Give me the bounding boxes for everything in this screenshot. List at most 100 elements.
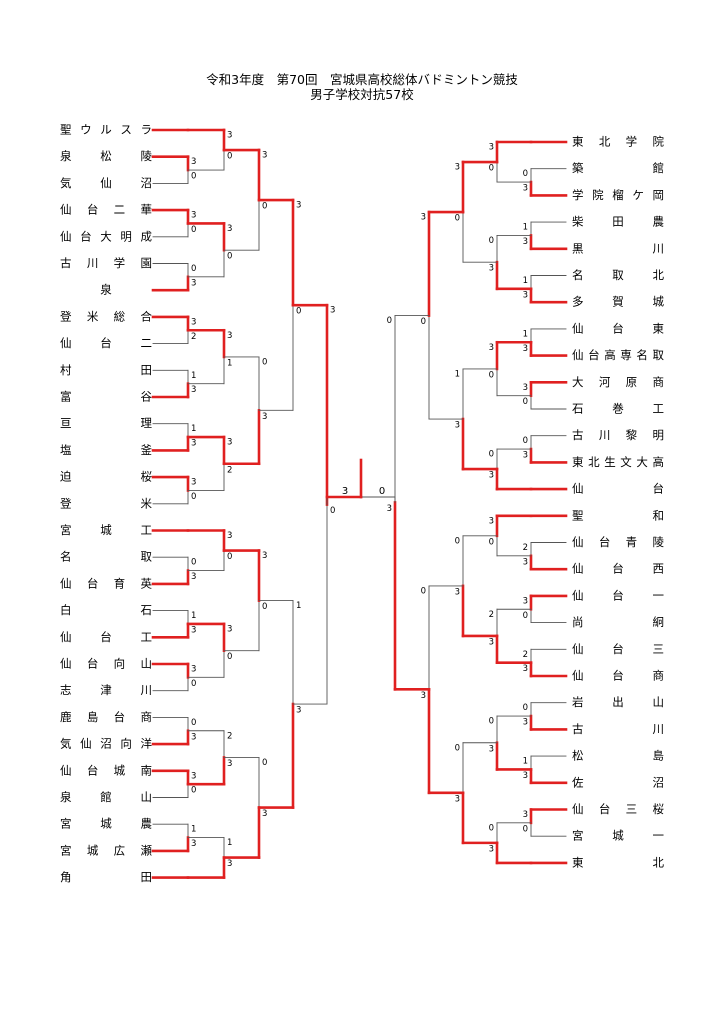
- team-name: 志津川: [60, 683, 152, 697]
- match-score: 0: [191, 786, 196, 796]
- team-name: 仙台向山: [60, 657, 152, 671]
- match-score: 0: [227, 252, 232, 262]
- team-name: 東北: [572, 855, 665, 869]
- team-name: 尚絅: [572, 615, 664, 629]
- match-score: 3: [191, 771, 196, 781]
- match-score: 3: [296, 201, 301, 211]
- team-name: 宮城一: [572, 829, 665, 843]
- match-score: 2: [523, 543, 528, 553]
- team-name: 東北学院: [572, 135, 665, 149]
- team-name: 村田: [60, 363, 152, 377]
- team-name: 仙台大明成: [60, 229, 153, 243]
- match-score: 1: [191, 611, 196, 621]
- match-score: 3: [227, 131, 232, 141]
- team-name: 気仙沼: [60, 176, 152, 190]
- team-name: 仙台一: [572, 588, 665, 602]
- match-score: 3: [227, 331, 232, 341]
- team-name: 仙台城南: [60, 763, 152, 777]
- team-name: 仙台商: [572, 669, 664, 683]
- team-name: 角田: [60, 870, 152, 884]
- title-line-2: 男子学校対抗57校: [310, 87, 414, 102]
- team-name: 鹿島台商: [60, 710, 152, 724]
- match-score: 3: [191, 732, 196, 742]
- bracket-labels: 聖ウルスラ泉松陵気仙沼仙台二華仙台大明成古川学園泉登米総合仙台二村田富谷亘理塩釜…: [60, 123, 665, 885]
- match-score: 3: [523, 383, 528, 393]
- team-name: 仙台工: [60, 630, 152, 644]
- match-score: 0: [523, 436, 528, 446]
- match-score: 3: [330, 306, 335, 316]
- match-score: 0: [489, 370, 494, 380]
- match-score: 0: [262, 357, 267, 367]
- team-name: 仙台青陵: [572, 535, 665, 549]
- match-score: 3: [262, 551, 267, 561]
- match-score: 3: [191, 278, 196, 288]
- bracket-lines: [151, 128, 568, 879]
- match-score: 3: [455, 794, 460, 804]
- team-name: 名取: [60, 550, 153, 564]
- team-name: 仙台三: [572, 642, 664, 656]
- match-score: 3: [523, 557, 528, 567]
- match-score: 1: [227, 358, 232, 368]
- match-score: 3: [191, 572, 196, 582]
- match-score: 3: [421, 213, 426, 223]
- team-name: 塩釜: [60, 443, 153, 457]
- team-name: 大河原商: [572, 375, 664, 389]
- match-score: 0: [455, 536, 460, 546]
- match-score: 3: [421, 691, 426, 701]
- match-score: 0: [387, 316, 392, 326]
- match-score: 3: [489, 343, 494, 353]
- match-score: 0: [421, 317, 426, 327]
- team-name: 石巻工: [572, 402, 664, 416]
- match-score: 0: [191, 558, 196, 568]
- match-score: 3: [489, 471, 494, 481]
- team-name: 多賀城: [572, 295, 665, 309]
- match-score: 3: [523, 664, 528, 674]
- final-score-right: 0: [379, 486, 385, 497]
- match-score: 0: [455, 214, 460, 224]
- match-score: 0: [523, 703, 528, 713]
- team-name: 迫桜: [60, 470, 153, 484]
- match-score: 0: [227, 552, 232, 562]
- team-name: 白石: [60, 603, 152, 617]
- match-score: 1: [296, 601, 301, 611]
- match-score: 3: [523, 810, 528, 820]
- team-name: 柴田農: [572, 215, 665, 229]
- match-score: 1: [523, 329, 528, 339]
- match-score: 0: [523, 611, 528, 621]
- match-score: 3: [227, 759, 232, 769]
- match-score: 0: [296, 307, 301, 317]
- match-score: 3: [455, 163, 460, 173]
- match-score: 3: [489, 264, 494, 274]
- match-score: 3: [191, 385, 196, 395]
- tournament-title: 令和3年度 第70回 宮城県高校総体バドミントン競技 男子学校対抗57校: [0, 72, 724, 102]
- match-score: 0: [421, 586, 426, 596]
- match-score: 3: [191, 665, 196, 675]
- match-score: 2: [227, 731, 232, 741]
- team-name: 登米総合: [60, 309, 153, 323]
- match-score: 3: [227, 624, 232, 634]
- match-score: 3: [489, 143, 494, 153]
- match-score: 3: [523, 290, 528, 300]
- match-score: 3: [227, 859, 232, 869]
- match-score: 2: [191, 332, 196, 342]
- match-score: 0: [191, 492, 196, 502]
- match-score: 0: [489, 236, 494, 246]
- match-score: 3: [387, 504, 392, 514]
- match-score: 3: [262, 809, 267, 819]
- team-name: 宮城広瀬: [60, 843, 153, 857]
- match-score: 3: [523, 184, 528, 194]
- match-score: 3: [262, 151, 267, 161]
- team-name: 築館: [572, 161, 664, 175]
- match-score: 3: [489, 744, 494, 754]
- match-score: 0: [330, 506, 335, 516]
- match-score: 3: [191, 157, 196, 167]
- match-score: 0: [191, 679, 196, 689]
- team-name: 仙台二: [60, 336, 152, 350]
- match-score: 2: [489, 610, 494, 620]
- team-name: 気仙沼向洋: [60, 737, 153, 751]
- match-score: 3: [262, 412, 267, 422]
- match-score: 0: [489, 164, 494, 174]
- match-score: 0: [523, 397, 528, 407]
- team-name: 名取北: [572, 268, 665, 282]
